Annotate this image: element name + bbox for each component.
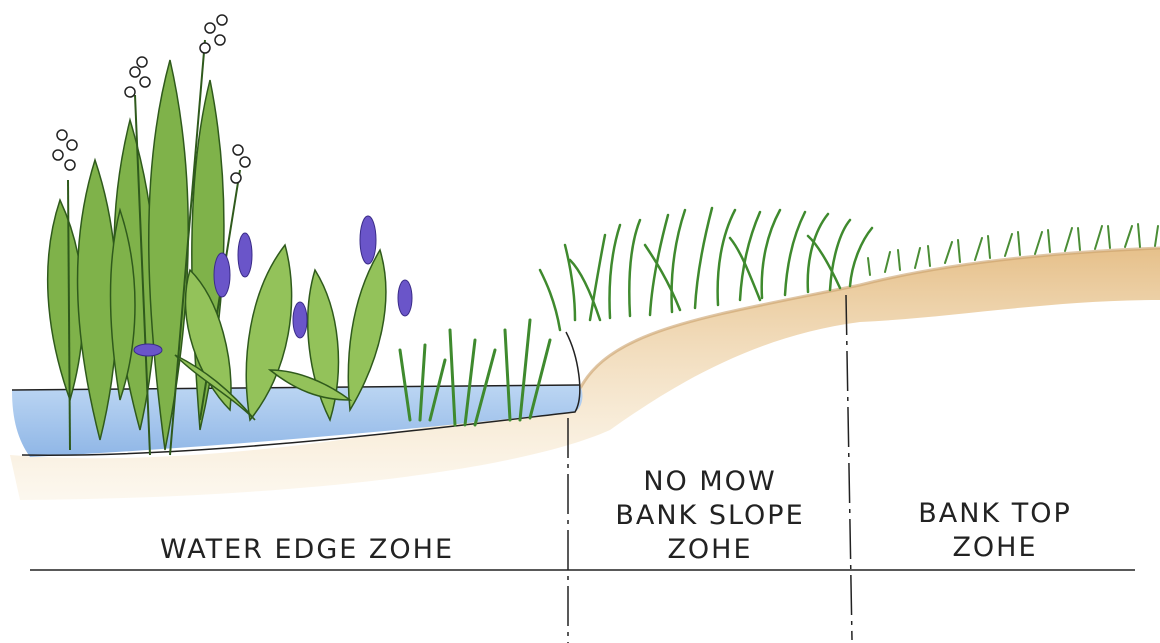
bank-top-zone-label: BANK TOP ZOHE (895, 497, 1095, 565)
divider-right (846, 295, 852, 640)
water-edge-zone-label: WATER EDGE ZOHE (160, 533, 454, 567)
no-mow-zone-label: NO MOW BANK SLOPE ZOHE (590, 465, 830, 567)
